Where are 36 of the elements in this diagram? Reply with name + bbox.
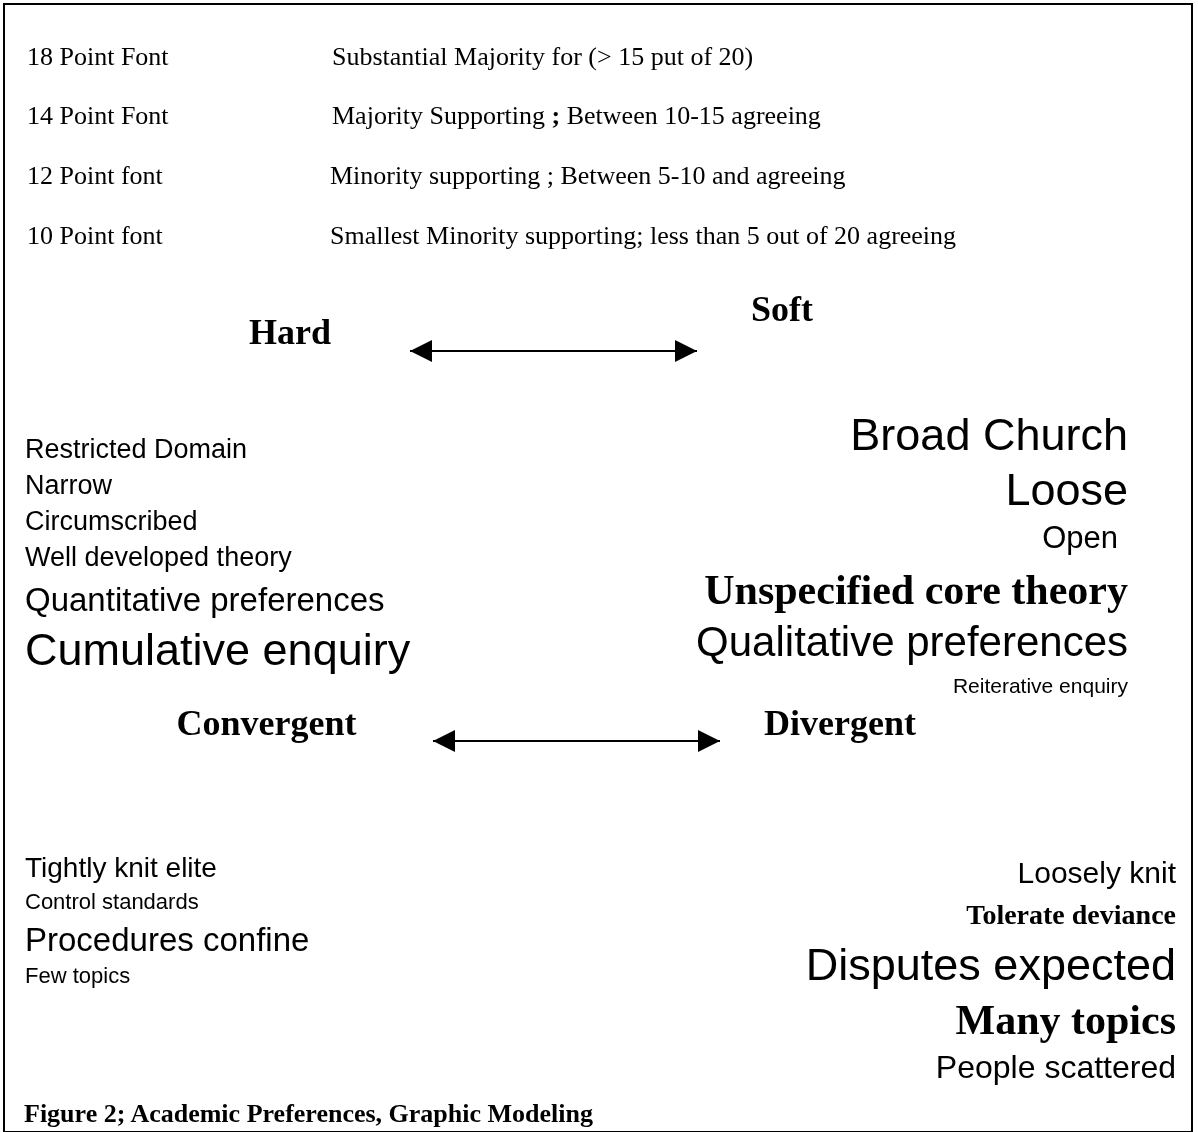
legend-description-text: Substantial Majority for (> 15 put of 20)	[332, 42, 754, 72]
attribute-text: Quantitative preferences	[25, 581, 385, 619]
legend-key-text: 18 Point Font	[27, 42, 169, 72]
attribute-text: Tolerate deviance	[966, 899, 1176, 931]
attribute-text: Loosely knit	[1017, 855, 1176, 889]
legend-key-text: 10 Point font	[27, 221, 163, 251]
attribute-text: Unspecified core theory	[704, 566, 1128, 614]
attribute-text: Broad Church	[850, 410, 1128, 460]
attribute-text: Procedures confine	[25, 921, 310, 959]
category-heading: Convergent	[100, 700, 433, 750]
legend-description-text: Majority Supporting ; Between 10-15 agreeing	[332, 101, 821, 131]
attribute-text: Loose	[1005, 465, 1128, 515]
legend-description-text: Smallest Minority supporting; less than 5 out of 20 agreeing	[330, 221, 957, 251]
attribute-text: Cumulative enquiry	[25, 625, 411, 675]
attribute-text: Tightly knit elite	[25, 852, 217, 884]
category-heading: Soft	[697, 288, 867, 360]
attribute-text: Disputes expected	[805, 940, 1176, 990]
legend-key-text: 14 Point Font	[27, 101, 169, 131]
attribute-text: Open	[1042, 520, 1118, 556]
attribute-text: Reiterative enquiry	[952, 674, 1128, 698]
attribute-text: Well developed theory	[25, 543, 292, 573]
attribute-text: Circumscribed	[25, 507, 198, 537]
attribute-text: People scattered	[935, 1050, 1176, 1086]
double-arrow	[409, 340, 698, 362]
double-arrow	[432, 730, 721, 752]
category-heading: Hard	[170, 310, 410, 360]
attribute-text: Qualitative preferences	[696, 618, 1128, 666]
attribute-text: Control standards	[25, 889, 199, 915]
legend-description-text: Minority supporting ; Between 5-10 and agreeing	[330, 161, 846, 191]
figure-caption: Figure 2; Academic Preferences, Graphic Modeling	[24, 1099, 593, 1129]
attribute-text: Restricted Domain	[25, 435, 248, 465]
category-heading: Divergent	[720, 700, 960, 750]
legend-key-text: 12 Point font	[27, 161, 163, 191]
attribute-text: Many topics	[955, 996, 1176, 1044]
attribute-text: Narrow	[25, 471, 112, 501]
attribute-text: Few topics	[25, 963, 131, 989]
